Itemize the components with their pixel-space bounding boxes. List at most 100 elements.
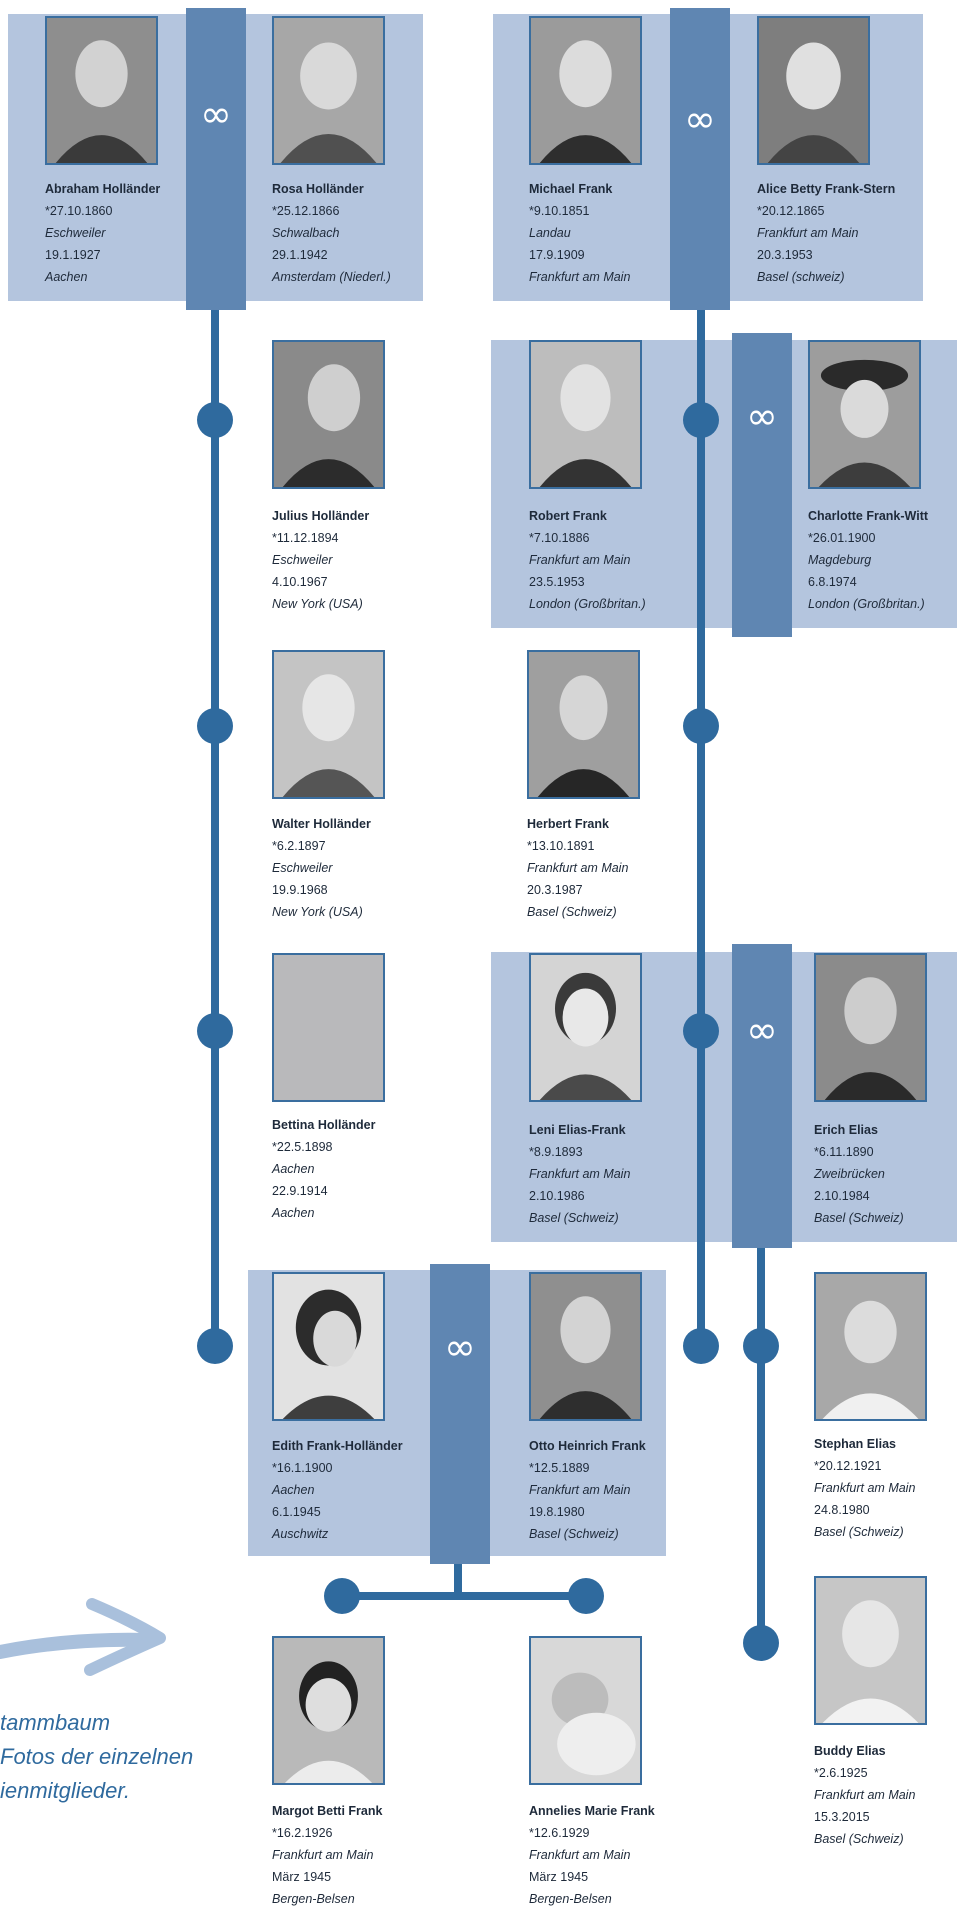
birth-place: Frankfurt am Main (529, 1848, 631, 1862)
tree-node-dot (683, 1328, 719, 1364)
birth-date: *16.2.1926 (272, 1826, 333, 1840)
death-place: New York (USA) (272, 597, 363, 611)
birth-place: Frankfurt am Main (814, 1788, 916, 1802)
death-date: März 1945 (529, 1870, 589, 1884)
person-name: Walter Holländer (272, 817, 371, 831)
person-annelies-marie-frank: Annelies Marie Frank *12.6.1929 Frankfur… (529, 1800, 674, 1910)
birth-date: *20.12.1921 (814, 1459, 882, 1473)
birth-place: Frankfurt am Main (527, 861, 629, 875)
portrait-photo (45, 16, 158, 165)
portrait-photo (529, 340, 642, 489)
birth-place: Aachen (272, 1483, 315, 1497)
portrait-photo (272, 1272, 385, 1421)
birth-place: Frankfurt am Main (529, 553, 631, 567)
birth-date: *8.9.1893 (529, 1145, 583, 1159)
death-date: 20.3.1953 (757, 248, 813, 262)
frank-children-drop-line (454, 1552, 462, 1596)
person-stephan-elias: Stephan Elias *20.12.1921 Frankfurt am M… (814, 1433, 957, 1543)
person-julius-hollander: Julius Holländer *11.12.1894 Eschweiler … (272, 505, 417, 615)
person-bettina-hollander: Bettina Holländer *22.5.1898 Aachen 22.9… (272, 1114, 417, 1224)
person-name: Rosa Holländer (272, 182, 364, 196)
birth-place: Frankfurt am Main (757, 226, 859, 240)
tree-node-dot (683, 1013, 719, 1049)
death-date: 6.8.1974 (808, 575, 857, 589)
birth-date: *27.10.1860 (45, 204, 113, 218)
birth-date: *12.6.1929 (529, 1826, 590, 1840)
death-place: Basel (Schweiz) (814, 1525, 904, 1539)
death-place: Basel (schweiz) (757, 270, 845, 284)
portrait-photo (272, 16, 385, 165)
birth-date: *25.12.1866 (272, 204, 340, 218)
portrait-photo (757, 16, 870, 165)
birth-date: *9.10.1851 (529, 204, 590, 218)
marriage-bar-robert-charlotte (732, 333, 792, 637)
elias-lineage-line (757, 1240, 765, 1647)
birth-place: Frankfurt am Main (529, 1167, 631, 1181)
portrait-photo (808, 340, 921, 489)
person-name: Robert Frank (529, 509, 607, 523)
death-place: Basel (Schweiz) (529, 1527, 619, 1541)
death-place: Aachen (45, 270, 88, 284)
person-leni-elias-frank: Leni Elias-Frank *8.9.1893 Frankfurt am … (529, 1119, 674, 1229)
marriage-bar-frank (670, 8, 730, 310)
person-buddy-elias: Buddy Elias *2.6.1925 Frankfurt am Main … (814, 1740, 957, 1850)
birth-place: Frankfurt am Main (814, 1481, 916, 1495)
person-herbert-frank: Herbert Frank *13.10.1891 Frankfurt am M… (527, 813, 672, 923)
caption-line: tammbaum (0, 1710, 111, 1735)
tree-node-dot (568, 1578, 604, 1614)
marriage-bar-edith-otto (430, 1264, 490, 1564)
person-otto-heinrich-frank: Otto Heinrich Frank *12.5.1889 Frankfurt… (529, 1435, 674, 1545)
birth-date: *26.01.1900 (808, 531, 876, 545)
death-date: 19.1.1927 (45, 248, 101, 262)
person-name: Stephan Elias (814, 1437, 896, 1451)
person-name: Buddy Elias (814, 1744, 886, 1758)
person-edith-frank-hollander: Edith Frank-Holländer *16.1.1900 Aachen … (272, 1435, 417, 1545)
death-place: Aachen (272, 1206, 315, 1220)
death-place: Frankfurt am Main (529, 270, 631, 284)
marriage-symbol: ∞ (746, 394, 778, 438)
marriage-symbol: ∞ (746, 1008, 778, 1052)
birth-place: Aachen (272, 1162, 315, 1176)
death-place: Basel (Schweiz) (814, 1832, 904, 1846)
person-name: Julius Holländer (272, 509, 370, 523)
death-place: Bergen-Belsen (272, 1892, 355, 1906)
person-name: Otto Heinrich Frank (529, 1439, 646, 1453)
marriage-bar-hollander (186, 8, 246, 310)
person-robert-frank: Robert Frank *7.10.1886 Frankfurt am Mai… (529, 505, 674, 615)
death-date: 22.9.1914 (272, 1184, 328, 1198)
portrait-photo (814, 1576, 927, 1725)
portrait-photo (272, 650, 385, 799)
birth-date: *2.6.1925 (814, 1766, 868, 1780)
death-place: Auschwitz (272, 1527, 329, 1541)
birth-place: Eschweiler (272, 861, 333, 875)
death-place: Basel (Schweiz) (814, 1211, 904, 1225)
tree-node-dot (743, 1625, 779, 1661)
tree-node-dot (197, 1328, 233, 1364)
hollander-lineage-line (211, 300, 219, 1348)
birth-place: Frankfurt am Main (529, 1483, 631, 1497)
portrait-photo (529, 16, 642, 165)
person-name: Erich Elias (814, 1123, 878, 1137)
marriage-symbol: ∞ (444, 1325, 476, 1369)
person-abraham-hollander: Abraham Holländer *27.10.1860 Eschweiler… (45, 178, 190, 288)
birth-date: *22.5.1898 (272, 1140, 333, 1154)
person-erich-elias: Erich Elias *6.11.1890 Zweibrücken 2.10.… (814, 1119, 957, 1229)
portrait-photo (527, 650, 640, 799)
death-date: März 1945 (272, 1870, 332, 1884)
person-name: Bettina Holländer (272, 1118, 376, 1132)
person-name: Michael Frank (529, 182, 613, 196)
birth-place: Magdeburg (808, 553, 872, 567)
frank-children-branch-line (340, 1592, 586, 1600)
death-place: Basel (Schweiz) (527, 905, 617, 919)
death-place: London (Großbritan.) (529, 597, 646, 611)
death-date: 19.8.1980 (529, 1505, 585, 1519)
tree-node-dot (324, 1578, 360, 1614)
birth-date: *7.10.1886 (529, 531, 590, 545)
death-date: 6.1.1945 (272, 1505, 321, 1519)
birth-place: Eschweiler (45, 226, 106, 240)
portrait-photo (529, 1272, 642, 1421)
birth-date: *11.12.1894 (272, 531, 339, 545)
person-name: Herbert Frank (527, 817, 609, 831)
death-place: Amsterdam (Niederl.) (272, 270, 391, 284)
